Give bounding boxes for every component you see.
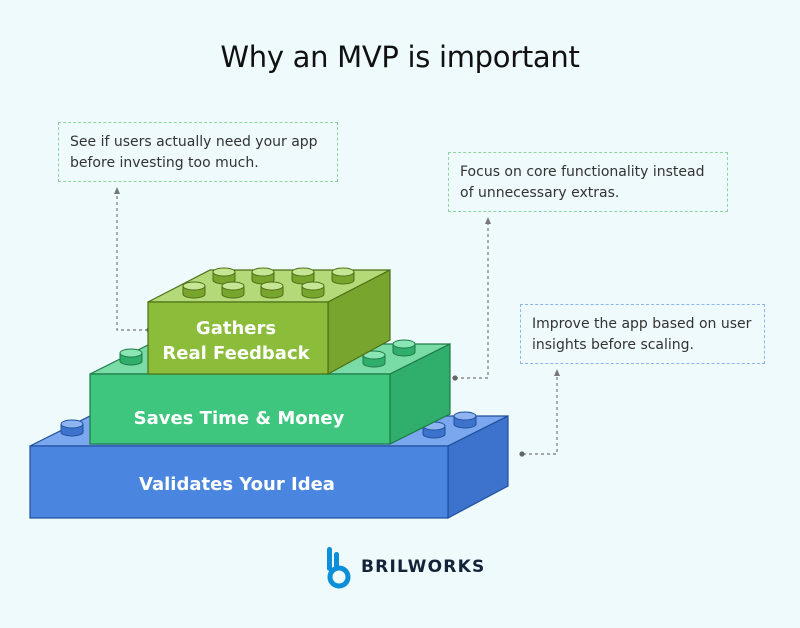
connector-improve-dot <box>519 451 525 457</box>
brick-top-label-line-2: Real Feedback <box>162 343 310 364</box>
connector-core <box>455 222 489 379</box>
connector-core-dot <box>452 375 458 381</box>
connector-feedback-arrow <box>114 187 120 194</box>
connector-feedback <box>116 192 148 331</box>
note-feedback: See if users actually need your app befo… <box>58 122 338 182</box>
note-core: Focus on core functionality instead of u… <box>448 152 728 212</box>
brick-middle-label: Saves Time & Money <box>134 408 345 429</box>
brand-logo: BRILWORKS <box>325 545 485 589</box>
note-core-line-1: Focus on core functionality instead <box>460 164 705 180</box>
brilworks-logo-icon <box>327 547 351 589</box>
brick-bottom-studs <box>60 411 477 439</box>
note-improve-line-1: Improve the app based on user <box>532 316 752 332</box>
brick-top-studs <box>182 267 355 299</box>
brick-middle-studs <box>119 339 416 368</box>
brick-bottom-label: Validates Your Idea <box>139 474 335 495</box>
brick-top-label-line-1: Gathers <box>196 318 276 339</box>
brand-name: BRILWORKS <box>361 557 486 577</box>
page-title: Why an MVP is important <box>220 40 580 74</box>
connector-improve-arrow <box>554 369 560 376</box>
note-feedback-line-1: See if users actually need your app <box>70 134 318 150</box>
note-improve-line-2: insights before scaling. <box>532 337 695 353</box>
note-core-line-2: of unnecessary extras. <box>460 185 620 201</box>
note-feedback-line-2: before investing too much. <box>70 155 259 171</box>
note-improve: Improve the app based on user insights b… <box>520 304 765 364</box>
connector-improve <box>523 374 558 455</box>
connector-core-arrow <box>485 217 491 224</box>
brick-top: Gathers Real Feedback <box>147 267 391 376</box>
